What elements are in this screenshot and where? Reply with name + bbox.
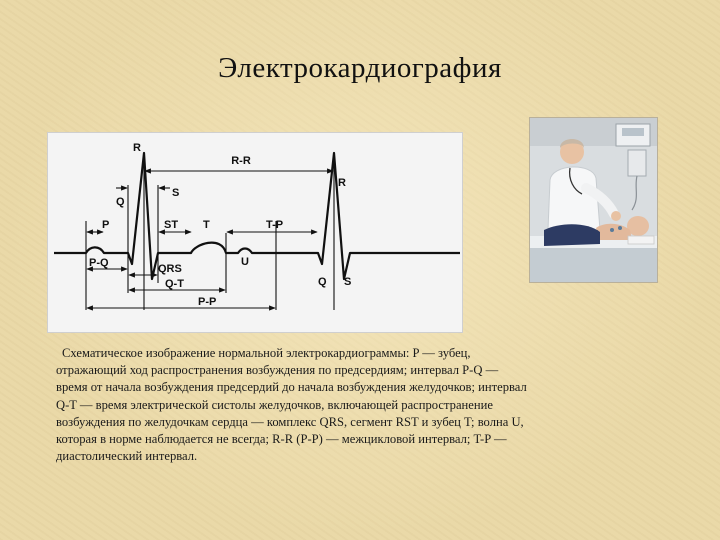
label-pq: P-Q [89,257,109,269]
caption-line: которая в норме наблюдается не всегда; R… [56,432,507,447]
caption-line: Схематическое изображение нормальной эле… [62,346,471,360]
interval-arrows [86,168,334,311]
label-q-right: Q [318,276,327,288]
ecg-trace [54,151,460,281]
label-t: T [203,219,210,231]
caption-text: Схематическое изображение нормальной эле… [56,345,708,465]
slide-title: Электрокардиография [218,52,502,84]
caption-line: время от начала возбуждения предсердий д… [56,380,527,395]
label-qrs: QRS [158,263,182,275]
label-u: U [241,256,249,268]
caption-line: диастолический интервал. [56,449,198,464]
label-qt: Q-T [165,278,184,290]
label-r-right: R [338,177,346,189]
label-pp: P-P [198,296,216,308]
caption-line: возбуждения по желудочкам сердца — компл… [56,414,524,429]
ecg-diagram: R-R R R Q S P ST T T-P P-Q QRS U Q-T P-P… [48,133,462,332]
photo-illustration [530,118,657,282]
label-s-left: S [172,187,179,199]
ecg-diagram-svg: R-R R R Q S P ST T T-P P-Q QRS U Q-T P-P… [54,142,460,311]
label-tp: T-P [266,219,283,231]
caption: Схематическое изображение нормальной эле… [56,345,708,465]
caption-line: Q-T — время электрической систолы желудо… [56,397,493,412]
ecg-procedure-photo [530,118,657,282]
label-rr: R-R [231,155,251,167]
label-s-right: S [344,276,351,288]
caption-line: отражающий ход распространения возбужден… [56,363,499,378]
label-p: P [102,219,109,231]
label-r-left: R [133,142,141,154]
label-st: ST [164,219,178,231]
label-q-left: Q [116,196,125,208]
reference-lines [85,155,335,310]
